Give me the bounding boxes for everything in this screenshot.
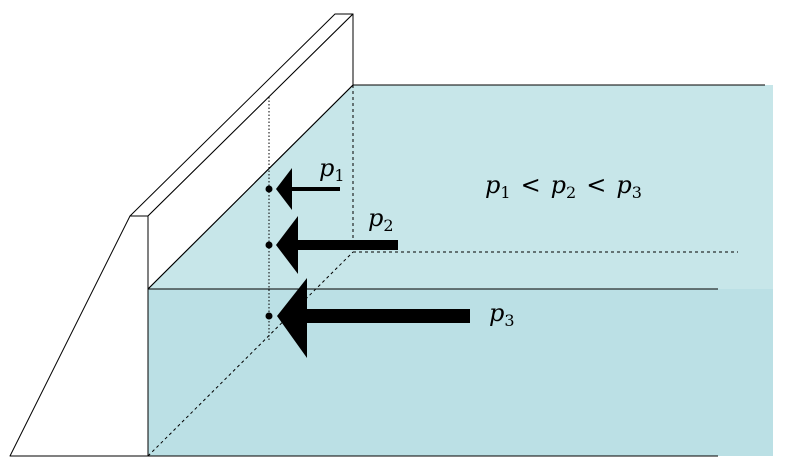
label-p2: p2 xyxy=(368,204,394,235)
water-surface xyxy=(148,85,773,289)
pressure-relation: p1<p2<p3 xyxy=(485,171,642,202)
label-p1: p1 xyxy=(319,154,345,185)
water-wall-edge xyxy=(147,84,354,290)
pressure-arrow-2 xyxy=(276,216,398,274)
pressure-point-3 xyxy=(265,312,273,320)
dashed-guides xyxy=(147,85,738,457)
pressure-point-1 xyxy=(265,185,273,193)
dashed-floor-diagonal xyxy=(147,251,354,457)
pressure-point-2 xyxy=(265,241,273,249)
dam xyxy=(9,13,354,457)
pressure-arrow-3 xyxy=(277,278,470,358)
label-p3: p3 xyxy=(489,299,515,330)
pressure-arrow-1 xyxy=(276,168,340,210)
dam-front-face xyxy=(9,215,149,457)
